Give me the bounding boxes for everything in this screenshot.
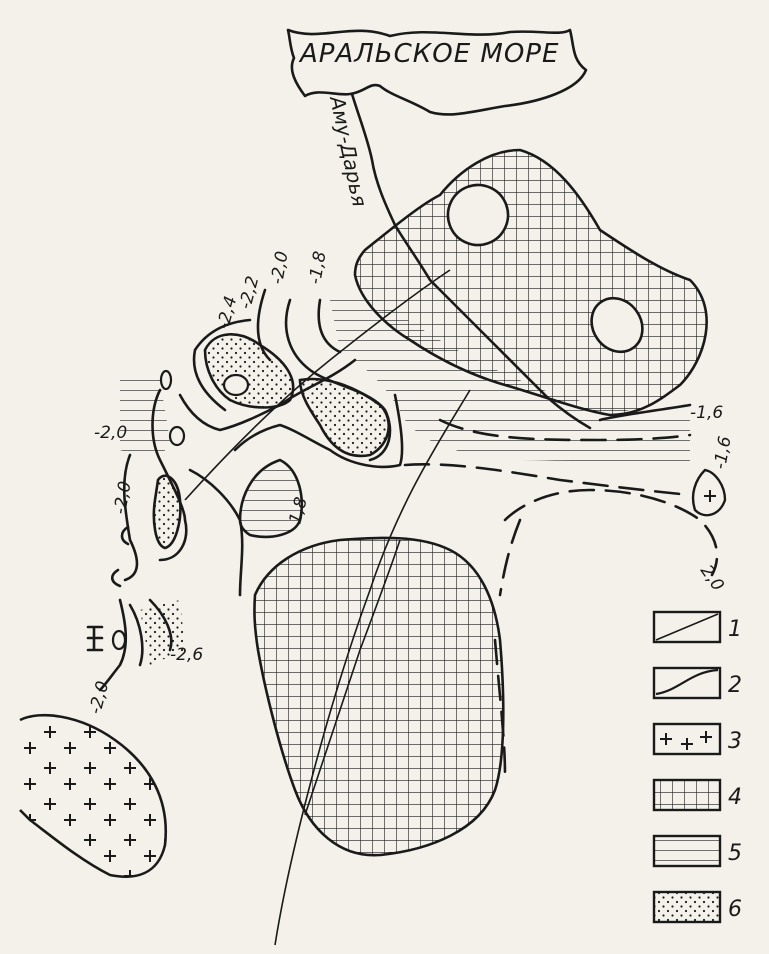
small-ellipse-3 (111, 629, 127, 651)
iso-label-m2_0-right: 2,0 (696, 561, 728, 595)
dot-zone-north-hole (222, 373, 250, 397)
hline-zone-west (120, 380, 170, 460)
crosses-body-sw (19, 713, 168, 878)
legend-num-5: 5 (728, 841, 742, 866)
legend-num-3: 3 (728, 729, 742, 754)
hline-zone-main (330, 300, 690, 465)
legend-item-4: 4 (652, 778, 742, 812)
sea-label: АРАЛЬСКОЕ МОРЕ (298, 39, 559, 69)
iso-label-m2_0-top: -2,0 (267, 250, 292, 286)
legend-item-2: 2 (652, 666, 742, 700)
iso-label-m2_0-left: -2,0 (94, 423, 127, 443)
legend-item-3: 3 (652, 722, 742, 756)
legend-num-1: 1 (728, 617, 742, 642)
sea-coastline (286, 28, 588, 116)
small-ellipse-2 (168, 425, 186, 447)
dot-zone-lens (152, 474, 182, 550)
fault-lines (184, 269, 471, 946)
legend-num-6: 6 (728, 897, 742, 922)
dashed-isoline (403, 418, 719, 777)
iso-label-m2_6: -2,6 (170, 645, 203, 665)
dot-zone-south (140, 600, 185, 665)
legend-num-2: 2 (728, 673, 742, 698)
small-arc-1 (120, 525, 130, 546)
legend-item-5: 5 (652, 834, 742, 868)
small-ellipse-1 (159, 369, 173, 391)
lower-grid-massif (253, 536, 505, 857)
iso-label-m2_0-mid: -2,0 (110, 480, 135, 516)
crosses-body-east (691, 468, 727, 517)
legend-num-4: 4 (728, 785, 742, 810)
iso-label-m2_2: -2,2 (236, 274, 264, 311)
legend-item-1: 1 (652, 610, 742, 644)
iso-label-m2_0-bottom: -2,0 (86, 679, 114, 716)
iso-label-m1_6-b: -1,6 (710, 435, 735, 471)
iso-label-m1_6-a: -1,6 (690, 403, 723, 423)
legend-item-6: 6 (652, 890, 742, 924)
iso-label-m1_8-top: -1,8 (305, 250, 330, 286)
small-arc-2 (110, 568, 122, 588)
hline-zone-lens (238, 458, 304, 539)
dot-zone-central (298, 377, 390, 458)
upper-grid-ellipse-1 (446, 183, 510, 247)
upper-grid-ellipse-2 (590, 296, 644, 354)
legend: 1 2 3 4 5 6 (652, 610, 742, 924)
small-mark-left (86, 625, 104, 652)
river-label: Аму-Дарья (325, 92, 372, 209)
dot-zone-north (203, 333, 295, 409)
isolines (98, 288, 692, 692)
